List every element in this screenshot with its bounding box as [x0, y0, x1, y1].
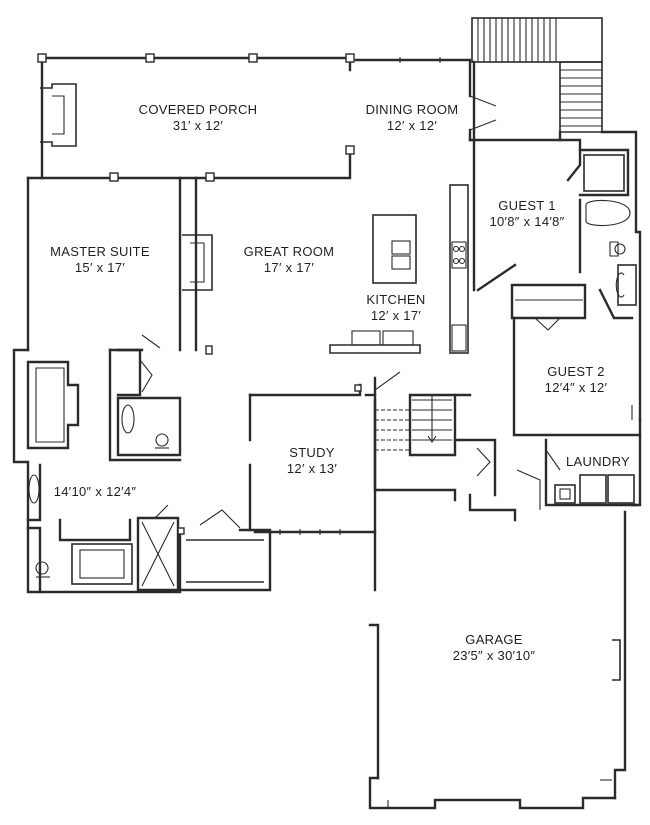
- kitchen-dims: 12′ x 17′: [370, 308, 422, 323]
- covered-porch-dims: 31′ x 12′: [172, 118, 224, 133]
- great-room-dims: 17′ x 17′: [263, 260, 315, 275]
- closet-walls: [510, 283, 634, 331]
- house-walls: [12, 60, 642, 594]
- exterior-stairs-icon: [471, 17, 603, 133]
- fireplace-icon: [182, 234, 213, 291]
- kitchen-name: KITCHEN: [366, 292, 426, 307]
- front-entry-walls: [177, 509, 272, 592]
- guest-2-label: GUEST 2 12′4″ x 12′: [545, 364, 608, 396]
- master-closet-walls: [26, 334, 182, 462]
- guest-1-name: GUEST 1: [498, 198, 556, 213]
- great-room-name: GREAT ROOM: [243, 244, 335, 259]
- guest-1-dims: 10′8″ x 14′8″: [489, 214, 565, 229]
- interior-stairs-icon: [373, 376, 541, 522]
- kitchen-counter-icon: [449, 184, 469, 354]
- dining-room-name: DINING ROOM: [365, 102, 459, 117]
- master-bath-label: 14′10″ x 12′4″: [54, 484, 137, 500]
- guest-2-name: GUEST 2: [547, 364, 605, 379]
- master-bath-dims: 14′10″ x 12′4″: [53, 484, 137, 499]
- study-dims: 12′ x 13′: [286, 461, 338, 476]
- garage-walls: [368, 510, 627, 810]
- fireplace-outdoor-icon: [40, 83, 77, 147]
- kitchen-bar-icon: [205, 330, 421, 355]
- dining-room-label: DINING ROOM 12′ x 12′: [366, 102, 459, 134]
- master-suite-label: MASTER SUITE 15′ x 17′: [50, 244, 150, 276]
- study-name: STUDY: [289, 445, 335, 460]
- kitchen-label: KITCHEN 12′ x 17′: [366, 292, 425, 324]
- guest-1-label: GUEST 1 10′8″ x 14′8″: [489, 198, 564, 230]
- master-suite-dims: 15′ x 17′: [74, 260, 126, 275]
- laundry-walls: [544, 438, 638, 507]
- covered-porch-area: [26, 53, 355, 182]
- guest-2-dims: 12′4″ x 12′: [544, 380, 608, 395]
- kitchen-island-icon: [372, 214, 417, 284]
- dining-room-dims: 12′ x 12′: [386, 118, 438, 133]
- guest-2-walls: [512, 316, 642, 437]
- laundry-label: LAUNDRY: [566, 454, 630, 470]
- covered-porch-label: COVERED PORCH 31′ x 12′: [139, 102, 258, 134]
- covered-porch-name: COVERED PORCH: [138, 102, 258, 117]
- study-label: STUDY 12′ x 13′: [287, 445, 337, 477]
- guest-1-walls: [472, 138, 637, 306]
- garage-label: GARAGE 23′5″ x 30′10″: [453, 632, 536, 664]
- great-room-label: GREAT ROOM 17′ x 17′: [244, 244, 335, 276]
- garage-dims: 23′5″ x 30′10″: [452, 648, 536, 663]
- master-bath-walls: [26, 463, 180, 594]
- dining-room-area: [354, 57, 497, 142]
- laundry-name: LAUNDRY: [566, 454, 630, 469]
- master-suite-name: MASTER SUITE: [50, 244, 150, 259]
- garage-name: GARAGE: [465, 632, 523, 647]
